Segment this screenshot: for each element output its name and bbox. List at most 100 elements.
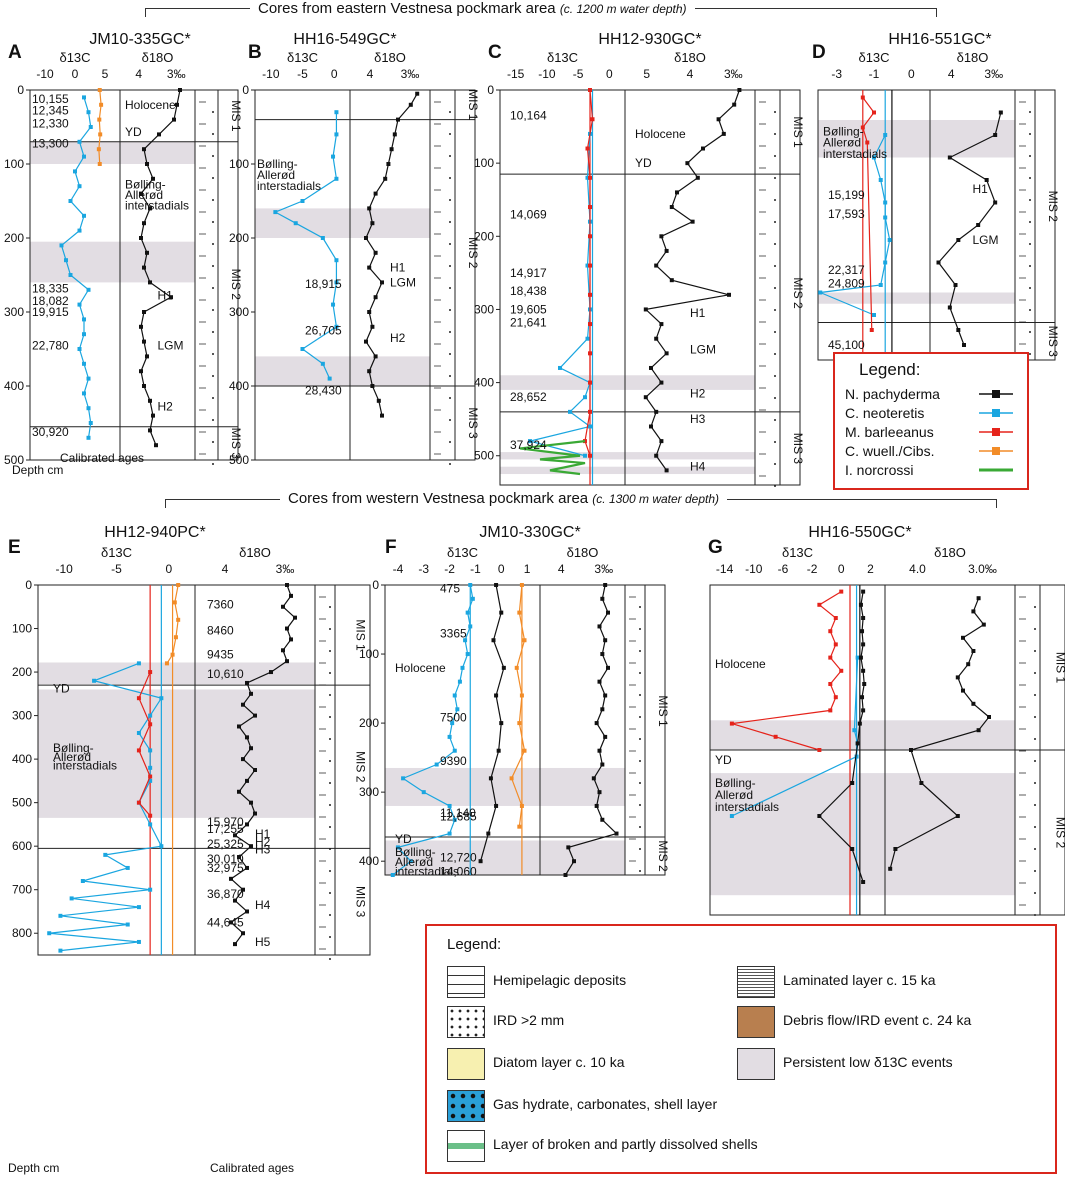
data-point (460, 665, 465, 670)
data-point (148, 774, 153, 779)
ird-dot (1029, 243, 1031, 245)
low-d13c-event-band (385, 767, 625, 806)
data-point (857, 721, 862, 726)
depth-tick-label: 200 (229, 231, 249, 245)
low-d13c-event-band (500, 452, 755, 460)
data-point (998, 110, 1003, 115)
stratigraphy-label: Holocene (395, 661, 446, 675)
data-point (606, 610, 610, 615)
ird-dot (774, 485, 776, 487)
depth-tick-label: 500 (4, 453, 24, 467)
d13c-tick-label: 0 (331, 67, 338, 81)
data-point (522, 748, 527, 753)
ird-dot (329, 628, 331, 630)
data-point (334, 258, 339, 263)
calibrated-age-label: 14,060 (440, 865, 477, 879)
data-point (669, 278, 674, 283)
panel-title: HH12-930GC* (598, 31, 701, 48)
d13c-tick-label: -5 (297, 67, 308, 81)
data-point (373, 354, 378, 359)
data-point (331, 302, 336, 307)
data-point (86, 287, 91, 292)
stratigraphy-label: Bølling- (257, 157, 298, 171)
data-point (148, 887, 153, 892)
stratigraphy-label: YD (125, 125, 142, 139)
ird-dot (774, 419, 776, 421)
data-point (136, 661, 141, 666)
data-point (961, 688, 965, 693)
data-point (603, 734, 608, 739)
species-legend-label: I. norcrossi (845, 462, 914, 478)
ird-dot (1034, 694, 1036, 696)
ird-dot (1034, 738, 1036, 740)
mis-label: MIS 2 (466, 237, 480, 269)
data-point (373, 250, 378, 255)
series-line-i--norcrossi (519, 440, 586, 476)
data-point (659, 380, 664, 385)
calibrated-age-label: 10,164 (510, 109, 547, 123)
data-point (392, 132, 397, 137)
calibrated-age-label: 7500 (440, 711, 467, 725)
data-point (86, 376, 91, 381)
series-line-c--neoteretis (817, 134, 891, 316)
data-point (643, 395, 648, 400)
ird-dot (1034, 892, 1036, 894)
data-point (300, 347, 305, 351)
data-point (142, 221, 146, 226)
data-point (383, 176, 388, 181)
calibrated-age-label: 10,610 (207, 667, 244, 681)
data-point (588, 263, 592, 268)
data-point (176, 583, 181, 587)
data-point (833, 616, 838, 620)
data-point (669, 205, 674, 210)
species-legend-swatch (979, 428, 1013, 436)
data-point (88, 421, 93, 425)
panel-frame (29, 89, 239, 461)
data-point (142, 384, 146, 388)
data-point (77, 228, 82, 233)
d13c-tick-label: 0 (498, 562, 505, 576)
data-point (833, 695, 838, 700)
data-point (98, 132, 103, 137)
data-point (364, 339, 368, 344)
data-point (833, 642, 838, 647)
data-point (159, 696, 164, 701)
data-point (872, 110, 876, 115)
data-point (981, 622, 986, 627)
data-point (519, 803, 524, 808)
data-point (447, 803, 452, 808)
d13c-tick-label: -3 (831, 67, 842, 81)
data-point (334, 280, 339, 285)
d18o-tick-label: 3‰ (724, 67, 743, 81)
data-point (237, 789, 241, 794)
ird-dot (329, 738, 331, 740)
d13c-tick-label: -10 (262, 67, 280, 81)
calibrated-age-label: 22,780 (32, 338, 69, 352)
data-point (136, 696, 141, 701)
d18o-tick-label: 5 (643, 67, 650, 81)
d18o-axis-title: δ18O (142, 50, 174, 65)
data-point (966, 662, 971, 667)
data-point (869, 328, 874, 332)
data-point (519, 693, 524, 698)
data-point (136, 939, 141, 944)
data-point (58, 913, 63, 918)
data-point (878, 283, 883, 287)
stratigraphy-label: H3 (690, 412, 706, 426)
d13c-tick-label: 0 (838, 562, 845, 576)
ird-dot (329, 936, 331, 938)
data-point (509, 776, 514, 781)
data-point (334, 324, 339, 329)
ird-dot (1029, 331, 1031, 333)
calibrated-age-label: 15,199 (828, 188, 865, 202)
data-point (465, 610, 470, 615)
lithology-swatch-hemipelagic (447, 966, 485, 998)
d13c-tick-label: -10 (538, 67, 556, 81)
series-line-n--pachyderma (937, 112, 1002, 346)
stratigraphy-label: YD (715, 753, 732, 767)
stratigraphy-label: Holocene (715, 657, 766, 671)
ird-dot (212, 353, 214, 355)
